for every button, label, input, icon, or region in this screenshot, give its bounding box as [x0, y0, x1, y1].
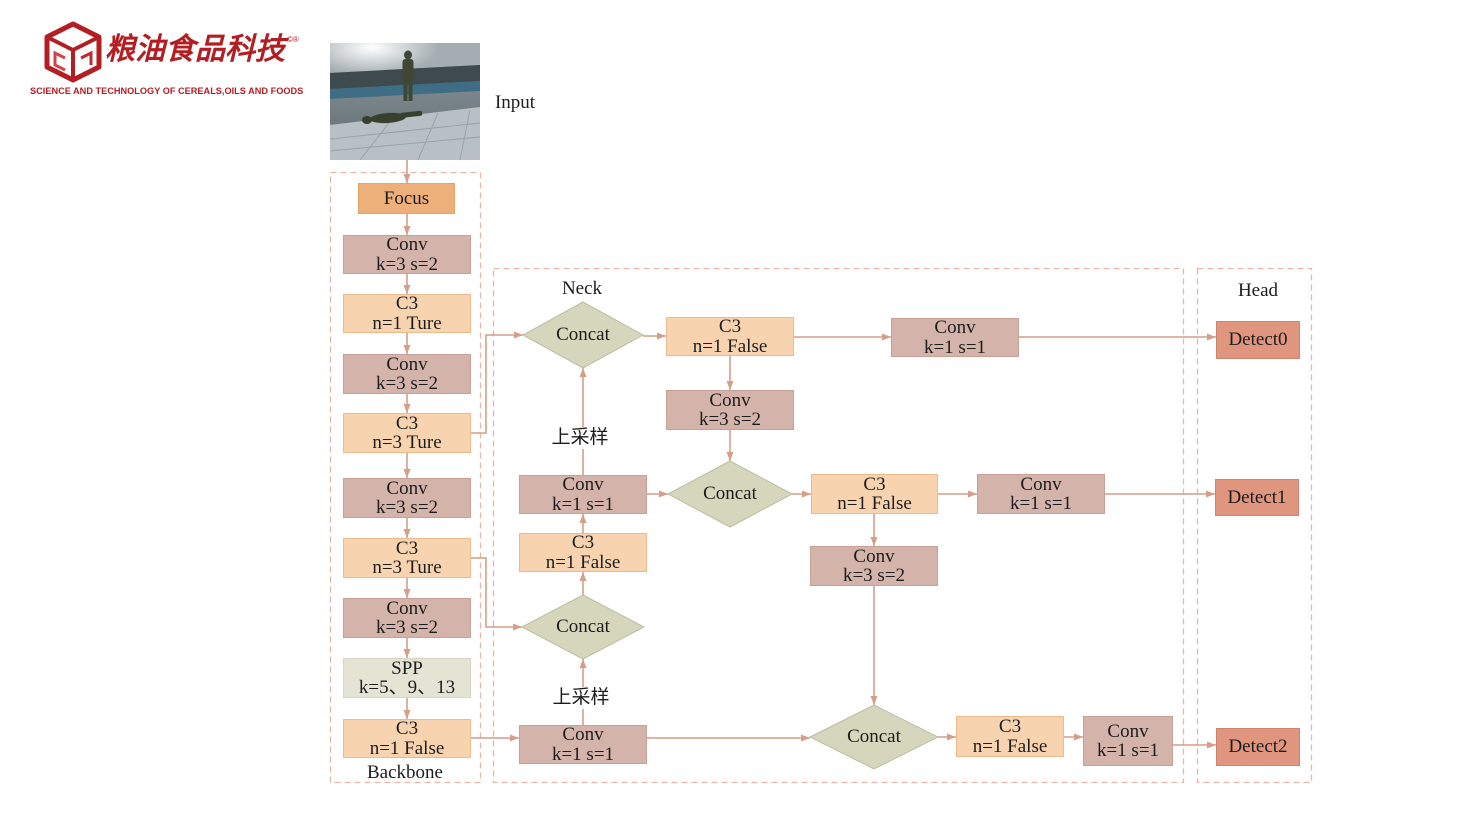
block-title: C3 [718, 316, 742, 337]
concat-label: Concat [703, 483, 757, 504]
backbone-c3-block-2: C3 n=3 Ture [343, 413, 471, 453]
journal-name-english: SCIENCE AND TECHNOLOGY OF CEREALS,OILS A… [30, 86, 304, 96]
journal-name-chinese: 粮油食品科技 [105, 32, 285, 67]
block-title: Conv [386, 353, 428, 375]
block-params: k=3 s=2 [375, 497, 439, 518]
backbone-c3-block-4: C3 n=1 False [343, 719, 471, 758]
concat-label: Concat [847, 726, 901, 747]
focus-block: Focus [358, 183, 455, 214]
block-params: n=3 Ture [372, 557, 442, 578]
journal-logo-cube-icon [44, 21, 102, 83]
neck-c3-left-block: C3 n=1 False [519, 533, 647, 572]
block-params: k=3 s=2 [375, 373, 439, 394]
neck-label: Neck [561, 278, 603, 299]
detect-1-block: Detect1 [1215, 479, 1299, 516]
spp-block: SPP k=5、9、13 [343, 658, 471, 698]
concat-low-diamond: Concat [522, 595, 644, 659]
neck-conv-downsample-block-2: Conv k=3 s=2 [810, 546, 938, 586]
block-params: k=1 s=1 [1009, 493, 1073, 514]
neck-conv-downsample-block-1: Conv k=3 s=2 [666, 390, 794, 430]
block-title: Conv [386, 477, 428, 499]
concat-label: Concat [556, 324, 610, 345]
focus-label: Focus [383, 187, 430, 209]
block-title: C3 [395, 293, 419, 314]
detect-label: Detect0 [1228, 329, 1288, 351]
detect-label: Detect2 [1228, 736, 1288, 758]
neck-conv-lateral-block-1: Conv k=1 s=1 [519, 475, 647, 514]
block-params: k=1 s=1 [551, 743, 615, 765]
upsample-label-2: 上采样 [549, 687, 613, 709]
detect-0-block: Detect0 [1216, 321, 1300, 359]
arrow-c3-3-to-concat-low [471, 557, 522, 631]
block-title: C3 [395, 412, 419, 434]
block-params: n=1 False [972, 735, 1048, 757]
neck-conv-top-block: Conv k=1 s=1 [891, 318, 1019, 357]
block-params: k=3 s=2 [375, 253, 439, 275]
block-params: n=1 False [545, 551, 621, 573]
backbone-c3-block-1: C3 n=1 Ture [343, 294, 471, 333]
block-params: k=3 s=2 [842, 565, 906, 586]
block-params: n=1 False [692, 335, 768, 357]
block-title: Conv [934, 317, 976, 338]
detect-2-block: Detect2 [1216, 728, 1300, 766]
block-params: k=1 s=1 [551, 493, 615, 515]
arrow-c3-2-to-concat-top [471, 331, 523, 434]
block-title: Conv [1107, 720, 1149, 742]
block-params: k=3 s=2 [698, 409, 762, 430]
concat-bottom-diamond: Concat [810, 705, 938, 769]
block-params: n=1 False [837, 493, 912, 514]
backbone-conv-block-4: Conv k=3 s=2 [343, 598, 471, 638]
block-title: Conv [853, 545, 895, 567]
neck-c3-mid-block: C3 n=1 False [811, 474, 938, 514]
block-title: C3 [998, 716, 1022, 737]
block-title: Conv [562, 724, 604, 745]
upsample-label-1: 上采样 [548, 427, 612, 449]
block-title: C3 [863, 473, 886, 495]
concat-top-diamond: Concat [523, 302, 643, 368]
block-params: k=3 s=2 [375, 617, 439, 638]
backbone-conv-block-3: Conv k=3 s=2 [343, 478, 471, 518]
block-title: C3 [395, 537, 419, 559]
block-params: k=1 s=1 [923, 336, 987, 358]
detect-label: Detect1 [1227, 486, 1287, 508]
neck-conv-bottom-block: Conv k=1 s=1 [1083, 716, 1173, 766]
block-title: SPP [391, 657, 423, 679]
neck-c3-bottom-block: C3 n=1 False [956, 716, 1064, 757]
neck-conv-mid-block: Conv k=1 s=1 [977, 474, 1105, 514]
block-params: k=1 s=1 [1096, 740, 1160, 761]
block-params: n=3 Ture [372, 432, 442, 453]
head-label: Head [1237, 280, 1279, 301]
block-params: n=1 Ture [372, 312, 442, 334]
backbone-label: Backbone [367, 762, 443, 783]
block-title: Conv [386, 234, 428, 255]
block-title: Conv [709, 389, 751, 411]
input-label: Input [494, 92, 536, 113]
trademark-marks: ©® [287, 35, 299, 44]
concat-mid-diamond: Concat [668, 461, 792, 527]
backbone-c3-block-3: C3 n=3 Ture [343, 538, 471, 578]
backbone-conv-block-2: Conv k=3 s=2 [343, 354, 471, 394]
input-photo [330, 43, 480, 160]
block-params: n=1 False [369, 737, 445, 759]
block-title: Conv [562, 474, 604, 495]
block-title: Conv [1020, 473, 1062, 495]
neck-conv-lateral-block-2: Conv k=1 s=1 [519, 725, 647, 764]
block-title: C3 [395, 718, 419, 739]
backbone-conv-block-1: Conv k=3 s=2 [343, 235, 471, 274]
backbone-dashed-box [329, 171, 482, 784]
neck-dashed-box [492, 267, 1185, 784]
neck-c3-top-block: C3 n=1 False [666, 317, 794, 356]
block-title: C3 [571, 532, 595, 553]
block-params: k=5、9、13 [358, 677, 456, 698]
concat-label: Concat [556, 616, 610, 637]
head-dashed-box [1196, 267, 1313, 784]
block-title: Conv [386, 597, 428, 619]
